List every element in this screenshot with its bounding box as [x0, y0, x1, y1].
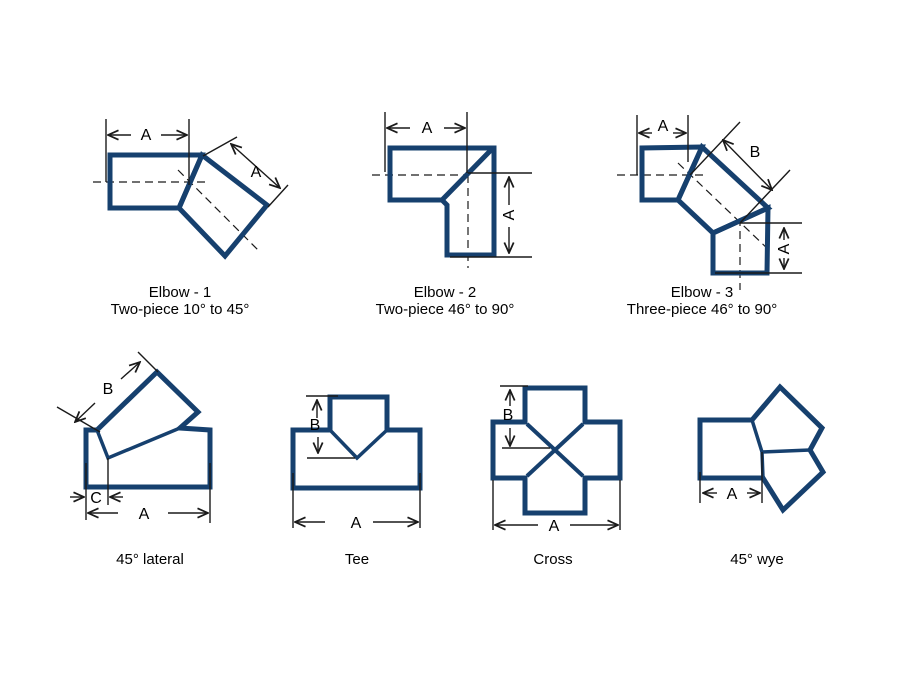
caption-lateral: 45° lateral	[116, 551, 184, 568]
caption-elbow-1: Elbow - 1 Two-piece 10° to 45°	[111, 284, 250, 318]
cross-dim-b-label: B	[503, 407, 514, 424]
elbow3-dim-a2-label: A	[776, 243, 793, 254]
elbow2-dim-a2-label: A	[501, 209, 518, 220]
elbow1-dim-a1-label: A	[141, 127, 152, 144]
caption-elbow-1-name: Elbow - 1	[148, 284, 212, 301]
lateral-dim-b-arrow-upper	[120, 362, 140, 380]
lateral-dim-b-arrow-lower	[75, 402, 96, 422]
tee-dim-a-label: A	[351, 515, 362, 532]
caption-elbow-2-spec: Two-piece 46° to 90°	[375, 301, 515, 318]
elbow1-dim-a2-line	[231, 144, 280, 188]
tee-dim-b-label: B	[310, 417, 321, 434]
figure-lateral: C A B	[56, 351, 213, 523]
elbow3-centerline-diagonal	[677, 162, 771, 252]
caption-tee: Tee	[344, 551, 370, 568]
elbow3-dim-b-line	[723, 140, 772, 190]
lateral-dim-c-label: C	[90, 490, 102, 507]
elbow1-dim-a2-label: A	[251, 164, 262, 181]
elbow2-miter-seam	[440, 147, 494, 202]
figure-wye: A	[697, 383, 827, 514]
caption-elbow-3-name: Elbow - 3	[670, 284, 734, 301]
wye-seam-right	[761, 448, 811, 454]
elbow3-dim-a1-label: A	[658, 118, 669, 135]
elbow1-branch-extension-2	[267, 184, 289, 208]
tee-branch-seam	[328, 428, 389, 461]
cross-seam-diagonal-2	[525, 422, 585, 478]
cross-pipe-outline	[490, 385, 623, 516]
caption-elbow-1-spec: Two-piece 10° to 45°	[110, 301, 250, 318]
elbow3-b-extension-1	[689, 121, 741, 176]
elbow2-pipe-outline	[387, 145, 497, 258]
figure-tee: B A	[290, 394, 423, 532]
elbow3-pipe-piece1	[639, 144, 706, 203]
caption-cross: Cross	[533, 551, 573, 568]
lateral-dim-b-label: B	[103, 381, 114, 398]
figure-elbow-3: A B A	[617, 115, 802, 290]
caption-elbow-2: Elbow - 2 Two-piece 46° to 90°	[376, 284, 515, 318]
elbow2-dim-a1-label: A	[422, 120, 433, 137]
wye-pipe-outline	[697, 383, 827, 514]
figure-elbow-1: A A	[93, 119, 289, 260]
caption-wye: 45° wye	[730, 551, 784, 568]
elbow3-dim-b-label: B	[750, 144, 761, 161]
caption-elbow-2-name: Elbow - 2	[413, 284, 477, 301]
elbow3-b-extension-2	[739, 169, 791, 224]
figure-cross: B A	[490, 385, 623, 535]
caption-elbow-3: Elbow - 3 Three-piece 46° to 90°	[627, 284, 777, 318]
lateral-b-extension-2	[137, 351, 159, 373]
tee-pipe-outline	[290, 394, 423, 491]
caption-elbow-3-spec: Three-piece 46° to 90°	[626, 301, 778, 318]
elbow1-branch-extension-1	[202, 136, 238, 157]
cross-dim-a-label: A	[549, 518, 560, 535]
elbow3-pipe-piece3	[710, 204, 771, 276]
wye-dim-a-label: A	[727, 486, 738, 503]
lateral-branch-seam	[95, 426, 181, 461]
lateral-dim-a-label: A	[139, 506, 150, 523]
figure-elbow-2: A A	[372, 112, 532, 268]
